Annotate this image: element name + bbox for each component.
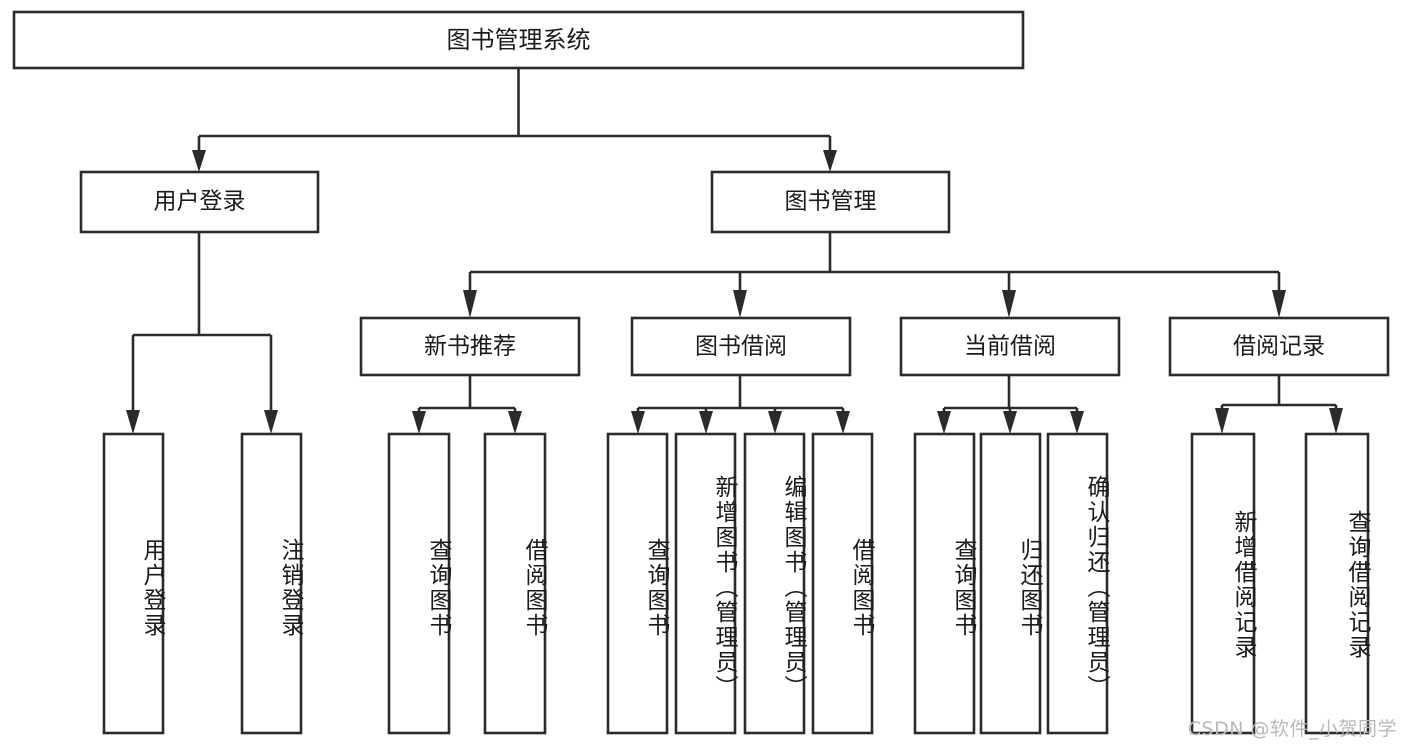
leaf-book-borrow-3[interactable] xyxy=(811,432,874,735)
connector-newbook-to-leaves xyxy=(412,375,522,434)
leaf-user-login-0[interactable] xyxy=(102,432,165,735)
connector-bookborrow-to-leaves xyxy=(631,375,850,434)
node-book-borrow[interactable] xyxy=(630,316,852,377)
leaf-current-borrow-1[interactable] xyxy=(979,432,1042,735)
leaf-borrow-record-0[interactable] xyxy=(1190,432,1256,735)
node-book-management[interactable] xyxy=(710,170,951,234)
leaf-current-borrow-2[interactable] xyxy=(1046,432,1109,735)
leaf-book-borrow-1[interactable] xyxy=(674,432,737,735)
connector-root-to-level2 xyxy=(192,68,837,172)
node-new-book-recommend-label: 新书推荐 xyxy=(424,334,516,360)
node-user-login[interactable] xyxy=(79,170,320,234)
leaf-new-book-0[interactable] xyxy=(387,432,451,735)
connector-borrowrecord-to-leaves xyxy=(1215,375,1343,434)
leaf-current-borrow-0[interactable] xyxy=(913,432,976,735)
node-user-login-label: 用户登录 xyxy=(154,189,246,215)
watermark-text: CSDN @软件_小贺同学 xyxy=(1187,718,1397,740)
connector-currentborrow-to-leaves xyxy=(937,375,1084,434)
node-root-label: 图书管理系统 xyxy=(447,26,591,54)
node-borrow-record[interactable] xyxy=(1168,316,1390,377)
leaf-book-borrow-0[interactable] xyxy=(606,432,669,735)
connector-userlogin-to-leaves xyxy=(126,232,278,434)
node-current-borrow[interactable] xyxy=(899,316,1121,377)
leaf-borrow-record-1[interactable] xyxy=(1304,432,1370,735)
node-root-book-management-system[interactable] xyxy=(12,10,1025,70)
node-borrow-record-label: 借阅记录 xyxy=(1233,334,1325,360)
leaf-user-login-1[interactable] xyxy=(240,432,303,735)
node-new-book-recommend[interactable] xyxy=(359,316,581,377)
leaf-book-borrow-2[interactable] xyxy=(743,432,806,735)
node-current-borrow-label: 当前借阅 xyxy=(964,334,1056,360)
leaf-new-book-1[interactable] xyxy=(483,432,547,735)
node-book-borrow-label: 图书借阅 xyxy=(695,334,787,360)
connector-bookmgmt-to-level3 xyxy=(463,232,1286,318)
node-book-management-label: 图书管理 xyxy=(785,189,877,215)
